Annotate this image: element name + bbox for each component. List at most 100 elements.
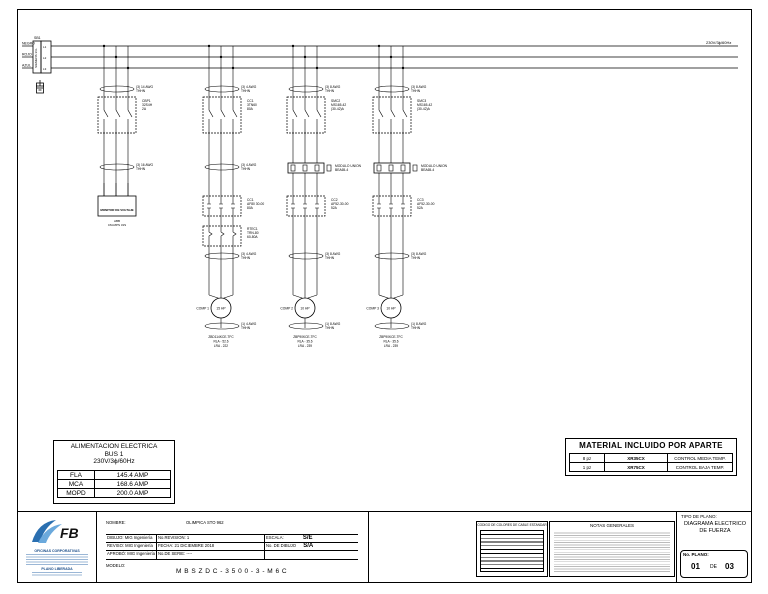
wire-bundle-icon [288,85,324,93]
plan-type-area: TIPO DE PLANO: DIAGRAMA ELECTRICO DE FUE… [676,512,752,582]
notes-box: NOTAS GENERALES [549,521,675,577]
breaker-label: SMC2 [331,99,340,103]
union-module-label: BEA65-4 [421,168,434,172]
modelo-label: MODELO: [106,563,126,568]
wire-type-label: THHN [411,326,421,330]
phase-label-2: L2 [43,56,47,60]
contactor-contact-icon [219,196,223,216]
motor-hp: 10 HP [300,307,310,311]
breaker-label: 32S4H [142,103,153,107]
voltage-monitor-box [97,195,137,217]
breaker-switch-icon [103,97,109,133]
alim-val: 145.4 AMP [94,470,171,480]
colores-title: CODIGO DE COLORES DE CABLE ESTANDAR [477,523,547,527]
wire-gauge-label: (3) 4 AWG [241,252,257,256]
compressor-label: COMP 2 [280,307,293,311]
alim-val: 200.0 AMP [94,488,171,498]
motor-hp: 15 HP [216,307,226,311]
logo-area: FB OFICINAS CORPORATIVAS PLANO LIBERADA [18,512,97,582]
union-terminal [326,164,332,172]
revision-value: 1 [186,535,190,540]
contactor-label: CC2 [331,198,338,202]
union-module-box [287,162,325,174]
union-module-label: MODULO UNION [335,164,362,168]
breaker-label: 80A [247,107,254,111]
wire-bundle-icon [288,252,324,260]
contactor-contact-icon [377,196,381,216]
breaker-label: CBP1 [142,99,151,103]
wire-type-label: THHN [136,89,146,93]
nodib-label: No. DE DIBUJO [266,543,297,548]
aprobo-value: MIG Ingeniería [127,551,155,556]
wire-bundle-icon [204,322,240,330]
material-qty: 8 pz [569,453,605,463]
monitor-model: CM-MPS 31S [108,223,126,227]
contactor-box [372,195,412,217]
contactor-label: CC3 [417,198,424,202]
compressor-label: COMP 1 [196,307,209,311]
compressor-spec: RLA - 52.6 [213,340,228,344]
wire-type-label: THHN [136,167,146,171]
main-breaker-tag: SB1 [34,36,41,40]
branch-column-4: (3) 8 AWGTHHNSMC3MS165-42(30-42)AMODULO … [366,44,448,348]
wire-type-label: THHN [241,167,251,171]
wire-gauge-label: (3) 8 AWG [325,252,341,256]
modelo-value: M B S Z D C - 3 5 0 0 - 3 - M 6 C [176,568,288,575]
wire-type-label: THHN [241,256,251,260]
breaker-switch-icon [232,97,238,133]
dibujo-label: DIBUJO: [107,535,124,540]
motor-hp: 10 HP [386,307,396,311]
material-model: XR75CX [604,462,668,472]
contactor-contact-icon [401,196,405,216]
main-breaker-label: SIEMENS 3VL [34,48,38,68]
breaker-box [286,96,326,134]
overload-element-icon [220,226,225,246]
wire-bundle-icon [204,252,240,260]
monitor-model: ABB [114,219,120,223]
breaker-switch-icon [390,97,396,133]
contactor-label: AF52-30-00 [417,202,435,206]
breaker-label: CC1 [247,99,254,103]
compressor-spec: ZBD114KCE-TFC [208,335,234,339]
wire-bundle-icon [99,163,135,171]
wire-bundle-icon [288,322,324,330]
escala-label: ESCALA: [266,535,284,540]
overload-relay-label: 60-80A [247,235,258,239]
wire-type-label: THHN [411,89,421,93]
breaker-switch-icon [304,97,310,133]
info-area: NOMBRE: OLIMPICA STO 962 DIBUJO: MIG Ing… [96,512,369,582]
breaker-box [97,96,137,134]
union-terminal [388,164,394,172]
overload-relay-box [202,225,242,247]
title-block: FB OFICINAS CORPORATIVAS PLANO LIBERADA … [17,511,752,583]
notas-title: NOTAS GENERALES [590,523,634,528]
bus-voltage: 230V/3ϕ/60Hz [706,40,731,45]
material-desc: CONTROL BAJA TEMP. [667,462,733,472]
serie-value: ---- [186,551,192,556]
breaker-switch-icon [316,97,322,133]
breaker-label: MS165-42 [417,103,432,107]
wire-gauge-label: (3) 8 AWG [325,85,341,89]
contactor-contact-icon [303,196,307,216]
union-module-label: MODULO UNION [421,164,448,168]
breaker-label: (30-42)A [331,107,345,111]
breaker-switch-icon [292,97,298,133]
breaker-box [372,96,412,134]
company-name: OFICINAS CORPORATIVAS [34,549,80,553]
compressor-spec: RLA - 35.6 [297,340,312,344]
line-label-2: ROJO [22,53,32,57]
wire-gauge-label: (3) 14 AWG [136,85,154,89]
plano-liberada: PLANO LIBERADA [41,567,73,571]
compressor-spec: LRA - 222 [214,344,228,348]
overload-relay-label: TRN-80 [247,231,259,235]
hoja-label: No. PLANO: [683,552,709,557]
contactor-label: 80A [247,206,254,210]
wire-gauge-label: (3) 4 AWG [241,163,257,167]
fecha-value: 21 DICIEMBRE 2018 [174,543,215,548]
